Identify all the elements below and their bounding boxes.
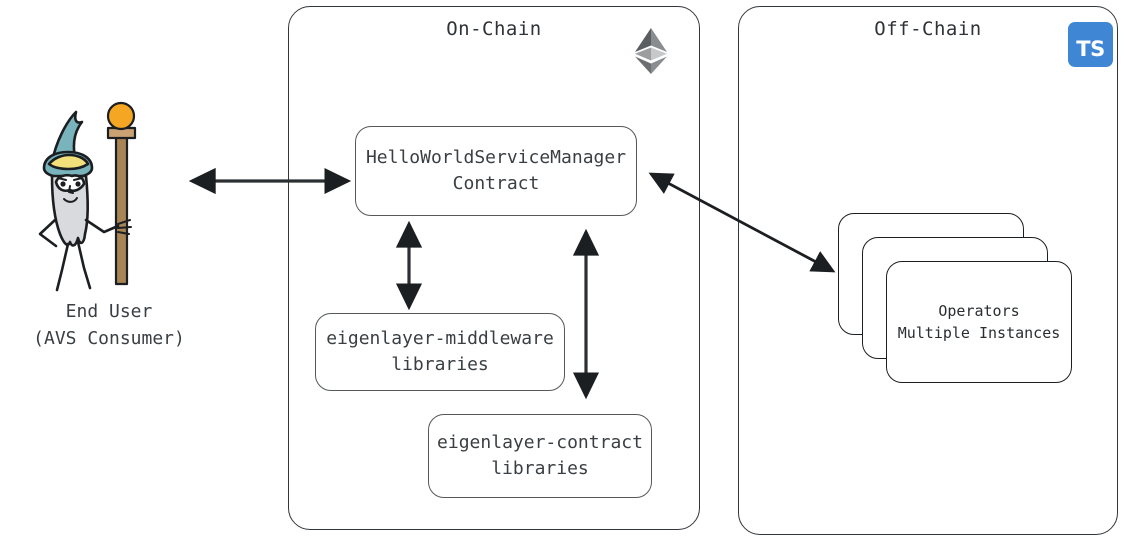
node-service-manager-contract: HelloWorldServiceManager Contract xyxy=(355,126,637,216)
end-user-caption: End User (AVS Consumer) xyxy=(33,301,185,349)
operator-card-front: Operators Multiple Instances xyxy=(886,261,1072,383)
ethereum-icon xyxy=(634,28,668,74)
typescript-icon: TS xyxy=(1068,22,1113,67)
node-eigenlayer-contract-libraries: eigenlayer-contract libraries xyxy=(428,414,652,498)
node-operators-stack: Operators Multiple Instances xyxy=(838,213,1072,383)
wizard-icon xyxy=(30,98,180,294)
node-eigenlayer-middleware-libraries: eigenlayer-middleware libraries xyxy=(315,313,565,391)
group-off-chain-title: Off-Chain xyxy=(874,18,982,40)
group-on-chain-title: On-Chain xyxy=(446,18,542,40)
typescript-label: TS xyxy=(1076,37,1105,61)
